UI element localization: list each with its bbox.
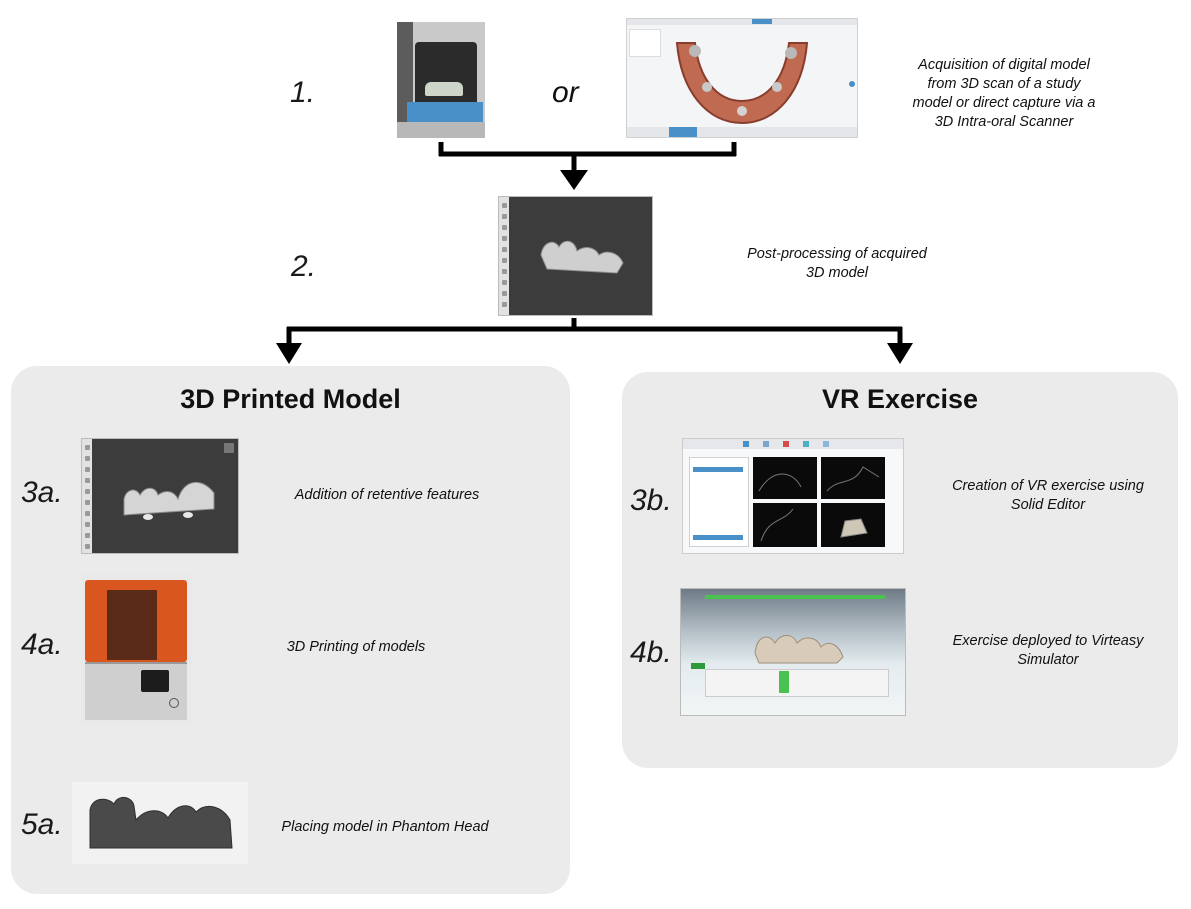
- step-4b-label: 4b.: [630, 636, 672, 669]
- printing-description: 3D Printing of models: [286, 639, 426, 655]
- tooth-model-render: [540, 240, 624, 274]
- step-3b-label: 3b.: [630, 484, 672, 517]
- printed-model-photo: [72, 782, 248, 864]
- or-label: or: [552, 76, 579, 109]
- tooth-model-with-retention: [123, 482, 215, 520]
- step-3a-label: 3a.: [21, 476, 63, 509]
- dental-arch-scan: [675, 42, 809, 125]
- arrow-head-down: [276, 343, 302, 364]
- placing-description: Placing model in Phantom Head: [281, 819, 489, 835]
- step-4a-label: 4a.: [21, 628, 63, 661]
- 3d-printer-image: [81, 574, 193, 724]
- arrow-head-down: [887, 343, 913, 364]
- post-processing-description: Post-processing of acquired 3D model: [747, 246, 927, 281]
- vr-exercise-panel-title: VR Exercise: [821, 384, 979, 414]
- step-5a-label: 5a.: [21, 808, 63, 841]
- step-2-label: 2.: [291, 250, 317, 283]
- desktop-scanner-image: [397, 22, 485, 138]
- vr-creation-description: Creation of VR exercise using Solid Edit…: [952, 478, 1144, 513]
- editor-wireframes: [758, 466, 880, 542]
- step-1-label: 1.: [290, 76, 316, 109]
- post-processing-software-image: [498, 196, 653, 316]
- printed-model-panel-title: 3D Printed Model: [180, 384, 401, 414]
- solid-editor-image: [682, 438, 904, 554]
- vr-deployed-description: Exercise deployed to Virteasy Simulator: [952, 633, 1144, 668]
- retentive-features-image: [81, 438, 239, 554]
- virteasy-simulator-image: [680, 588, 906, 716]
- retentive-description: Addition of retentive features: [294, 487, 480, 503]
- arrow-head-down: [560, 170, 588, 190]
- simulator-tooth-model: [754, 635, 844, 664]
- acquisition-description: Acquisition of digital model from 3D sca…: [912, 57, 1096, 130]
- printed-tooth-model: [89, 797, 233, 849]
- intraoral-scanner-software-image: [626, 18, 858, 138]
